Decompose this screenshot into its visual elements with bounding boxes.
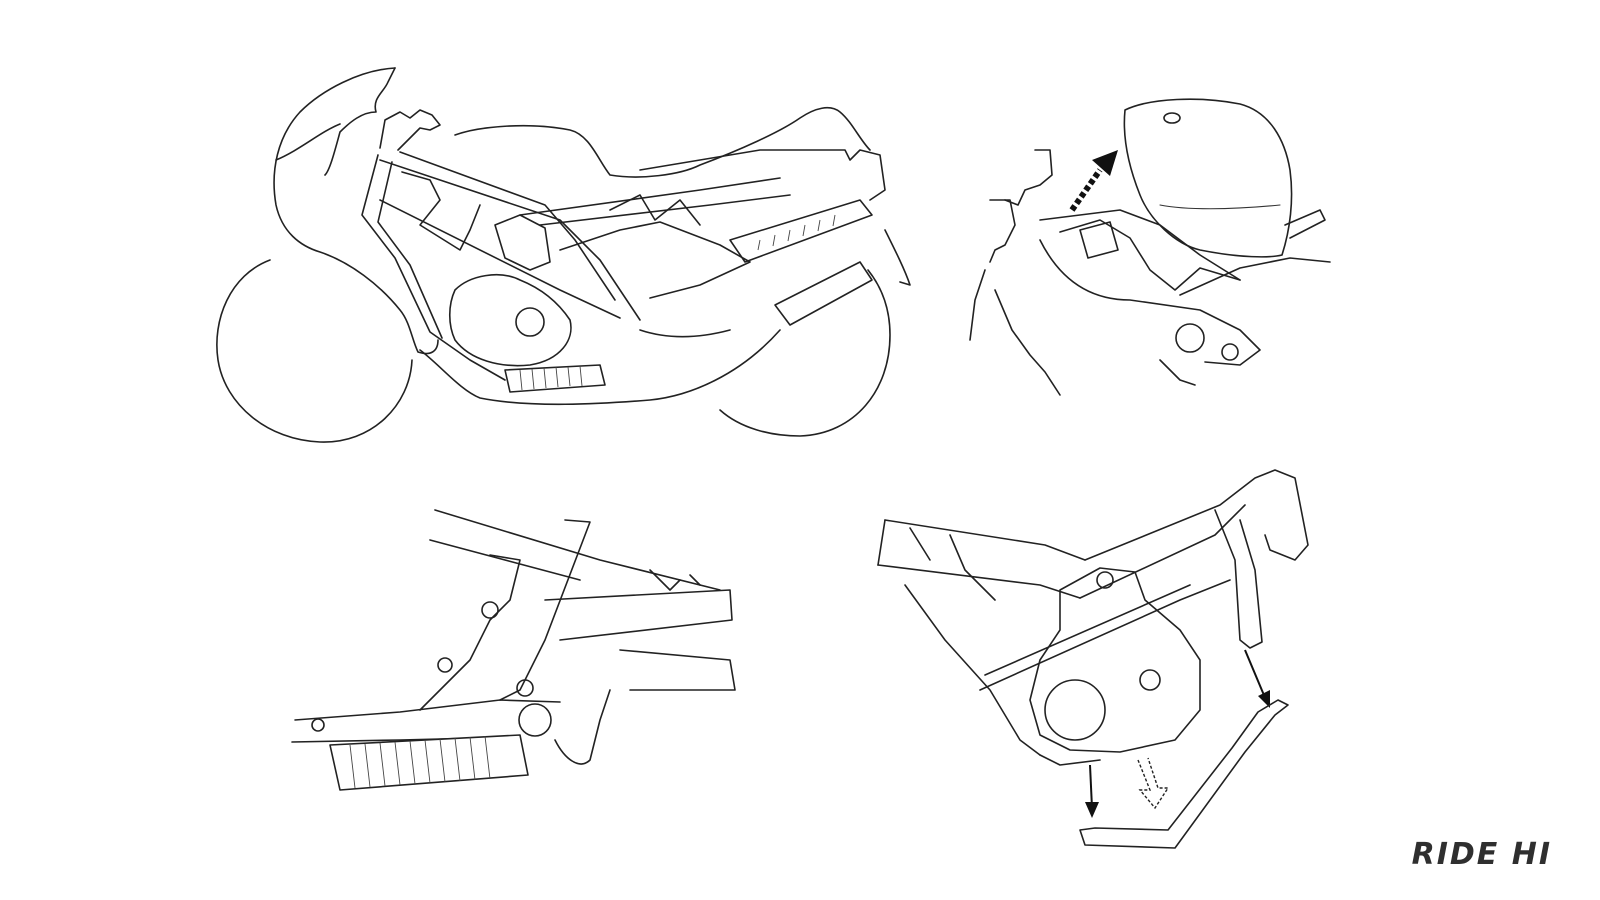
electrical-box [1079,221,1119,259]
fairing-edge [275,123,341,161]
spark-plug [1096,571,1114,589]
diagonal-tube [499,519,591,701]
lift-arrow-shaft [1069,168,1103,212]
diagonal-brace [979,579,1231,691]
fuel-cap [1163,112,1181,124]
tail-tip [884,229,911,286]
windscreen [324,67,396,176]
down-arrow-right-head [1258,690,1270,708]
down-arrow-left-head [1085,802,1099,818]
shock-spring [519,365,583,391]
steering-head [1004,149,1053,206]
down-arrow-left-shaft [1089,764,1093,809]
shock-spring-closeup [349,735,491,789]
frame-bracket [649,569,701,591]
lift-arrow-head [1092,150,1118,176]
swingarm-upper [544,589,733,641]
front-downtube [361,154,506,381]
frame-truss [1059,219,1241,291]
rear-cross-members [877,519,996,601]
pivot-bolt-front [311,718,325,732]
spar-inner [1079,504,1246,599]
engine-cover-bolt [1139,669,1161,691]
fairing-edge-left [969,269,1061,396]
seat-rail-stub [1284,209,1326,239]
fuel-tank [1123,98,1293,258]
tank-seam [1159,204,1281,210]
rear-shock-closeup [329,734,529,791]
lower-frame-rail [379,199,621,319]
sprocket-cover [1221,343,1239,361]
tank-seat-outline [454,106,871,178]
rear-shock [504,364,606,393]
handlebar [379,109,441,151]
headstock-spar [1084,469,1309,561]
linkage-rod [294,699,561,721]
fuel-tank-removal [969,98,1331,396]
swingarm-pivot [1159,359,1196,386]
swingarm-lower [619,649,736,691]
belly-pan [419,329,781,406]
cylinder-head [494,214,551,271]
swingarm [639,329,731,338]
watermark-logo: RIDE HI [1411,837,1552,872]
top-tubes [877,519,1086,599]
pivot-bolt-middle [437,657,453,673]
rear-wheel [719,269,891,437]
fork-top [989,199,1016,263]
removed-lower-cradle [1079,699,1289,849]
pivot-bolt-link [516,679,534,697]
full-motorcycle-frame [216,67,911,443]
upper-tubes [429,509,721,591]
diagonal-brace-inner [984,584,1191,676]
engine-cover [515,307,545,337]
seat-rail [519,177,781,216]
muffler-lower [774,261,873,326]
engine-cradle-removal [877,469,1309,849]
rear-downtube [904,584,1041,756]
muffler-ribs [757,214,836,251]
front-wheel [216,259,413,443]
rear-suspension-linkage [291,509,736,791]
linkage-rocker [518,703,552,737]
engine-cradle-block [1029,567,1201,753]
seat-rail-lower [539,194,791,226]
engine-side-cover [1044,679,1106,741]
subframe-truss [609,194,701,226]
frame-rail [1039,209,1241,281]
engine-block [448,274,572,367]
clutch-cover [1175,323,1205,353]
tail-section [639,149,886,201]
pivot-bolt-upper [481,601,499,619]
exhaust-pipe [559,221,751,299]
mount-bracket [1039,754,1101,766]
frame-plate [419,554,521,711]
rear-subframe [1179,257,1331,296]
fairing [273,67,439,355]
linkage-arm [554,689,611,765]
upper-frame-rail [379,159,641,321]
down-arrow-right-shaft [1244,649,1267,701]
front-downtube-inner [377,161,443,339]
frame-lower [1039,239,1261,366]
frame-gusset [401,171,481,251]
muffler-upper [729,199,873,263]
down-arrow-center [1137,757,1170,810]
front-downtube-right [1214,509,1263,649]
